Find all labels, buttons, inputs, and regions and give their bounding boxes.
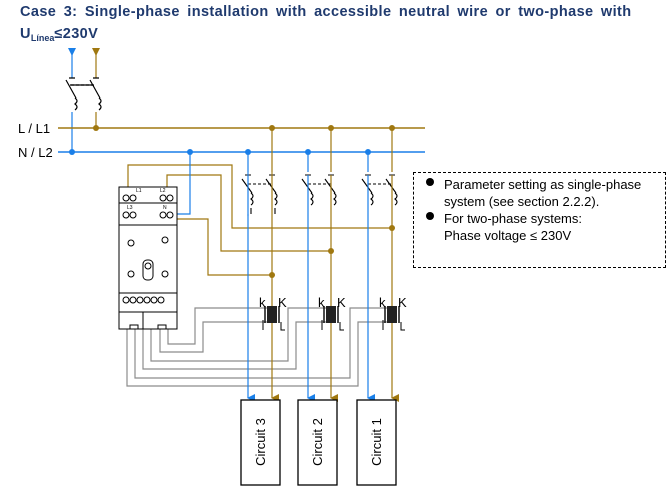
ct-label-k: k [379,295,386,310]
ct-label-K: K [337,295,346,310]
note-item: Parameter setting as single-phase system … [426,176,665,210]
note-text: Parameter setting as single-phase [444,177,642,192]
ct-signal-wires [126,307,387,387]
diagram-title-line2: ULínea≤230V [20,26,98,43]
terminal-l2: L2 [160,188,166,194]
device-supply-wires [127,152,392,276]
u-subscript: Línea [30,33,55,43]
terminal-l1: L1 [136,188,142,194]
diagram-title: Case 3: Single-phase installation with a… [20,4,632,20]
circuit-breakers [241,172,398,216]
voltage-limit: ≤230V [54,26,99,42]
circuit-3-box: Circuit 3 [240,399,281,486]
bus-label-l: L / L1 [18,121,50,136]
circuit-label: Circuit 3 [253,418,268,466]
ct-label-k: k [318,295,325,310]
note-text: Phase voltage ≤ 230V [444,228,572,243]
current-transformers: k K k K k K [259,295,407,331]
circuit-feeders [247,128,399,402]
circuit-label: Circuit 2 [310,418,325,466]
ct-label-K: K [398,295,407,310]
notes-box: Parameter setting as single-phase system … [413,172,666,268]
circuit-1-box: Circuit 1 [356,399,397,486]
circuit-label: Circuit 1 [369,418,384,466]
note-text: system (see section 2.2.2). [444,194,600,209]
note-item: For two-phase systems: Phase voltage ≤ 23… [426,210,665,244]
u-symbol: U [20,26,31,42]
terminal-l3: L3 [127,205,133,211]
bus-label-n: N / L2 [18,145,53,160]
terminal-n: N [163,205,167,211]
ct-label-k: k [259,295,266,310]
circuit-2-box: Circuit 2 [297,399,338,486]
supply-breaker [65,48,102,152]
note-text: For two-phase systems: [444,211,582,226]
ct-label-K: K [278,295,287,310]
energy-meter-device: L1 L2 L3 N [118,186,178,330]
